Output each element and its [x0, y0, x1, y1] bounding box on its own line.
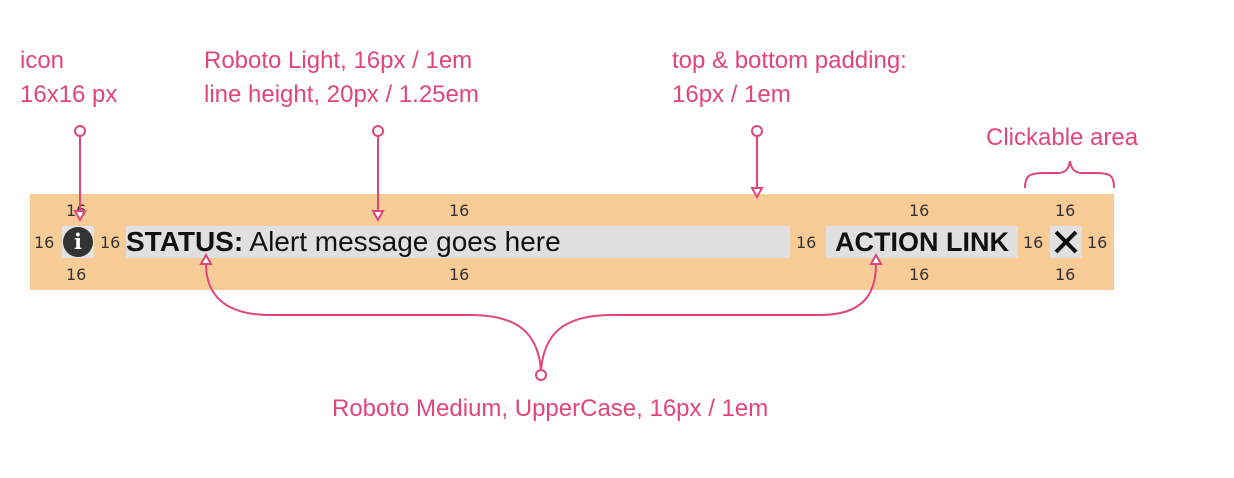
message-text: Alert message goes here — [243, 226, 561, 257]
icon-annotation-line-2: 16x16 px — [20, 81, 118, 108]
clickable-area-annotation: Clickable area — [986, 124, 1139, 151]
close-bottom-spacing: 16 — [1055, 265, 1076, 284]
light-font-annotation: Roboto Light, 16px / 1em line height, 20… — [204, 44, 479, 112]
clickable-area-brace — [1024, 160, 1115, 189]
icon-pointer-arrow — [73, 210, 87, 223]
icon-pointer-origin — [74, 125, 86, 137]
info-icon: i — [62, 226, 94, 258]
light-font-pointer-origin — [372, 125, 384, 137]
close-top-spacing: 16 — [1055, 201, 1076, 220]
medium-font-pointer-left — [205, 263, 542, 371]
close-button[interactable] — [1050, 226, 1082, 258]
medium-font-pointer-right — [540, 263, 877, 371]
close-icon — [1054, 230, 1078, 254]
icon-right-spacing: 16 — [100, 233, 121, 252]
medium-font-annotation: Roboto Medium, UpperCase, 16px / 1em — [332, 395, 769, 422]
icon-annotation: icon 16x16 px — [20, 44, 117, 112]
action-bottom-spacing: 16 — [909, 265, 930, 284]
action-right-spacing: 16 — [1023, 233, 1044, 252]
action-top-spacing: 16 — [909, 201, 930, 220]
icon-annotation-line-1: icon — [20, 47, 65, 74]
light-font-annotation-line-2: line height, 20px / 1.25em — [204, 81, 479, 108]
close-right-spacing: 16 — [1087, 233, 1108, 252]
alert-message: STATUS: Alert message goes here — [126, 226, 790, 258]
medium-font-pointer-origin — [535, 369, 547, 381]
medium-font-arrow-right — [869, 252, 883, 265]
padding-pointer-arrow — [750, 187, 764, 200]
icon-left-spacing: 16 — [34, 233, 55, 252]
icon-bottom-spacing: 16 — [66, 265, 87, 284]
padding-annotation-line-1: top & bottom padding: — [672, 47, 907, 74]
padding-pointer-origin — [751, 125, 763, 137]
message-top-spacing: 16 — [449, 201, 470, 220]
status-label: STATUS: — [126, 226, 244, 257]
info-icon-glyph: i — [63, 227, 93, 257]
medium-font-arrow-left — [199, 252, 213, 265]
padding-annotation: top & bottom padding: 16px / 1em — [672, 44, 907, 112]
message-right-spacing: 16 — [796, 233, 817, 252]
padding-annotation-line-2: 16px / 1em — [672, 81, 791, 108]
light-font-annotation-line-1: Roboto Light, 16px / 1em — [204, 47, 473, 74]
message-bottom-spacing: 16 — [449, 265, 470, 284]
action-link[interactable]: ACTION LINK — [826, 226, 1018, 258]
light-font-pointer-arrow — [371, 210, 385, 223]
